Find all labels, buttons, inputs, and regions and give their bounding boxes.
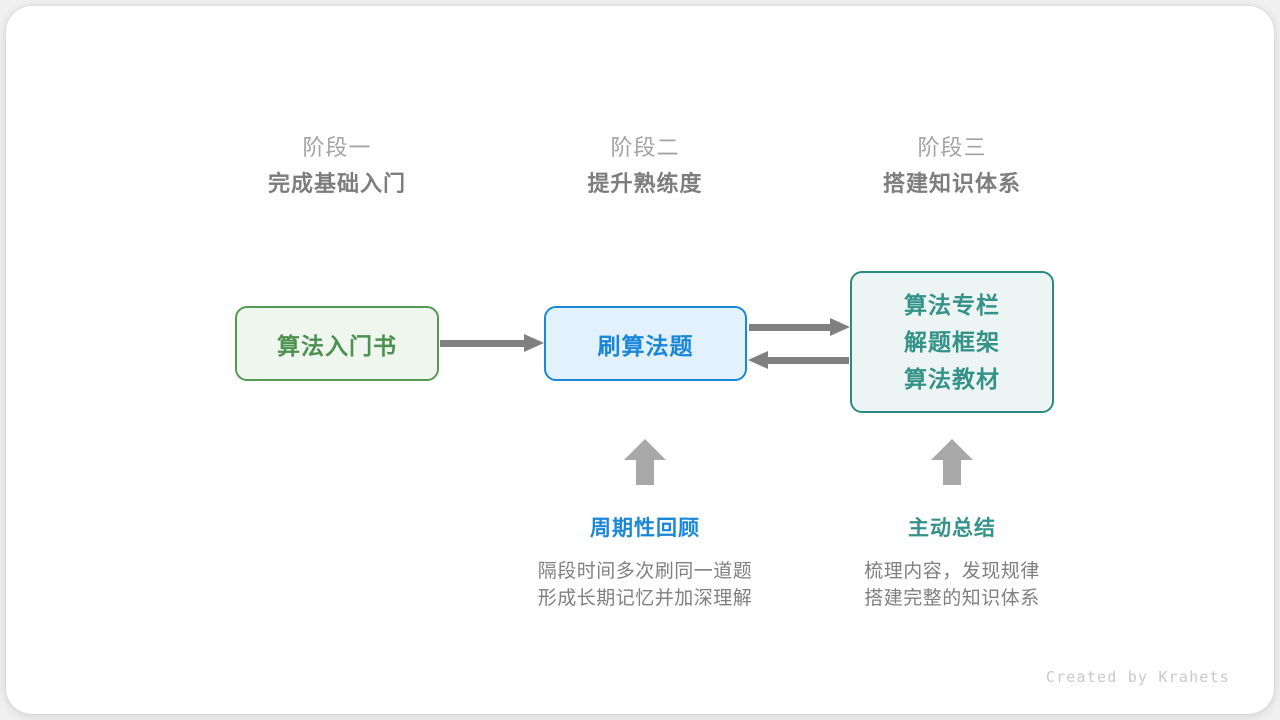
node-label: 算法入门书 xyxy=(277,332,397,359)
arrow-shaft xyxy=(767,357,849,364)
annotation-title: 主动总结 xyxy=(908,517,996,540)
stage-title: 完成基础入门 xyxy=(267,171,406,196)
arrow-practice-to-resources xyxy=(749,318,850,336)
node-practice-problems[interactable]: 刷算法题 xyxy=(544,306,747,381)
annotation-title: 周期性回顾 xyxy=(590,517,700,540)
stage-number: 阶段三 xyxy=(917,135,987,160)
annotation-body-line-1: 梳理内容，发现规律 xyxy=(864,561,1040,582)
annotation-body-line-2: 搭建完整的知识体系 xyxy=(864,588,1040,609)
stage-title: 提升熟练度 xyxy=(587,171,703,196)
node-label-line-2: 解题框架 xyxy=(904,328,1000,355)
node-label: 刷算法题 xyxy=(597,332,694,359)
arrow-head-left-icon xyxy=(748,351,768,369)
stage-header-1: 阶段一 完成基础入门 xyxy=(207,131,467,203)
annotation-body-line-2: 形成长期记忆并加深理解 xyxy=(537,588,753,609)
node-label-line-3: 算法教材 xyxy=(904,365,1000,392)
footer-credit: Created by Krahets xyxy=(1045,668,1230,686)
node-algorithm-intro-book[interactable]: 算法入门书 xyxy=(235,306,439,381)
arrow-book-to-practice xyxy=(440,334,544,352)
annotation-active-summary: 主动总结 梳理内容，发现规律 搭建完整的知识体系 xyxy=(792,512,1112,612)
annotation-periodic-review: 周期性回顾 隔段时间多次刷同一道题 形成长期记忆并加深理解 xyxy=(485,512,805,612)
node-learning-resources[interactable]: 算法专栏 解题框架 算法教材 xyxy=(850,271,1054,413)
stage-title: 搭建知识体系 xyxy=(882,171,1021,196)
up-arrow-icon-review xyxy=(623,438,667,486)
stage-number: 阶段二 xyxy=(610,135,680,160)
stage-header-3: 阶段三 搭建知识体系 xyxy=(822,131,1082,203)
annotation-body: 隔段时间多次刷同一道题 形成长期记忆并加深理解 xyxy=(485,558,805,612)
annotation-body-line-1: 隔段时间多次刷同一道题 xyxy=(537,561,753,582)
stage-header-2: 阶段二 提升熟练度 xyxy=(515,131,775,203)
diagram-canvas: 阶段一 完成基础入门 阶段二 提升熟练度 阶段三 搭建知识体系 算法入门书 刷算… xyxy=(6,6,1274,714)
node-label-line-1: 算法专栏 xyxy=(904,291,1000,318)
stage-number: 阶段一 xyxy=(302,135,372,160)
up-arrow-icon-summary xyxy=(930,438,974,486)
annotation-body: 梳理内容，发现规律 搭建完整的知识体系 xyxy=(792,558,1112,612)
arrow-shaft xyxy=(749,324,831,331)
arrow-head-right-icon xyxy=(830,318,850,336)
arrow-resources-to-practice xyxy=(748,351,849,369)
arrow-shaft xyxy=(440,340,525,347)
arrow-head-right-icon xyxy=(524,334,544,352)
